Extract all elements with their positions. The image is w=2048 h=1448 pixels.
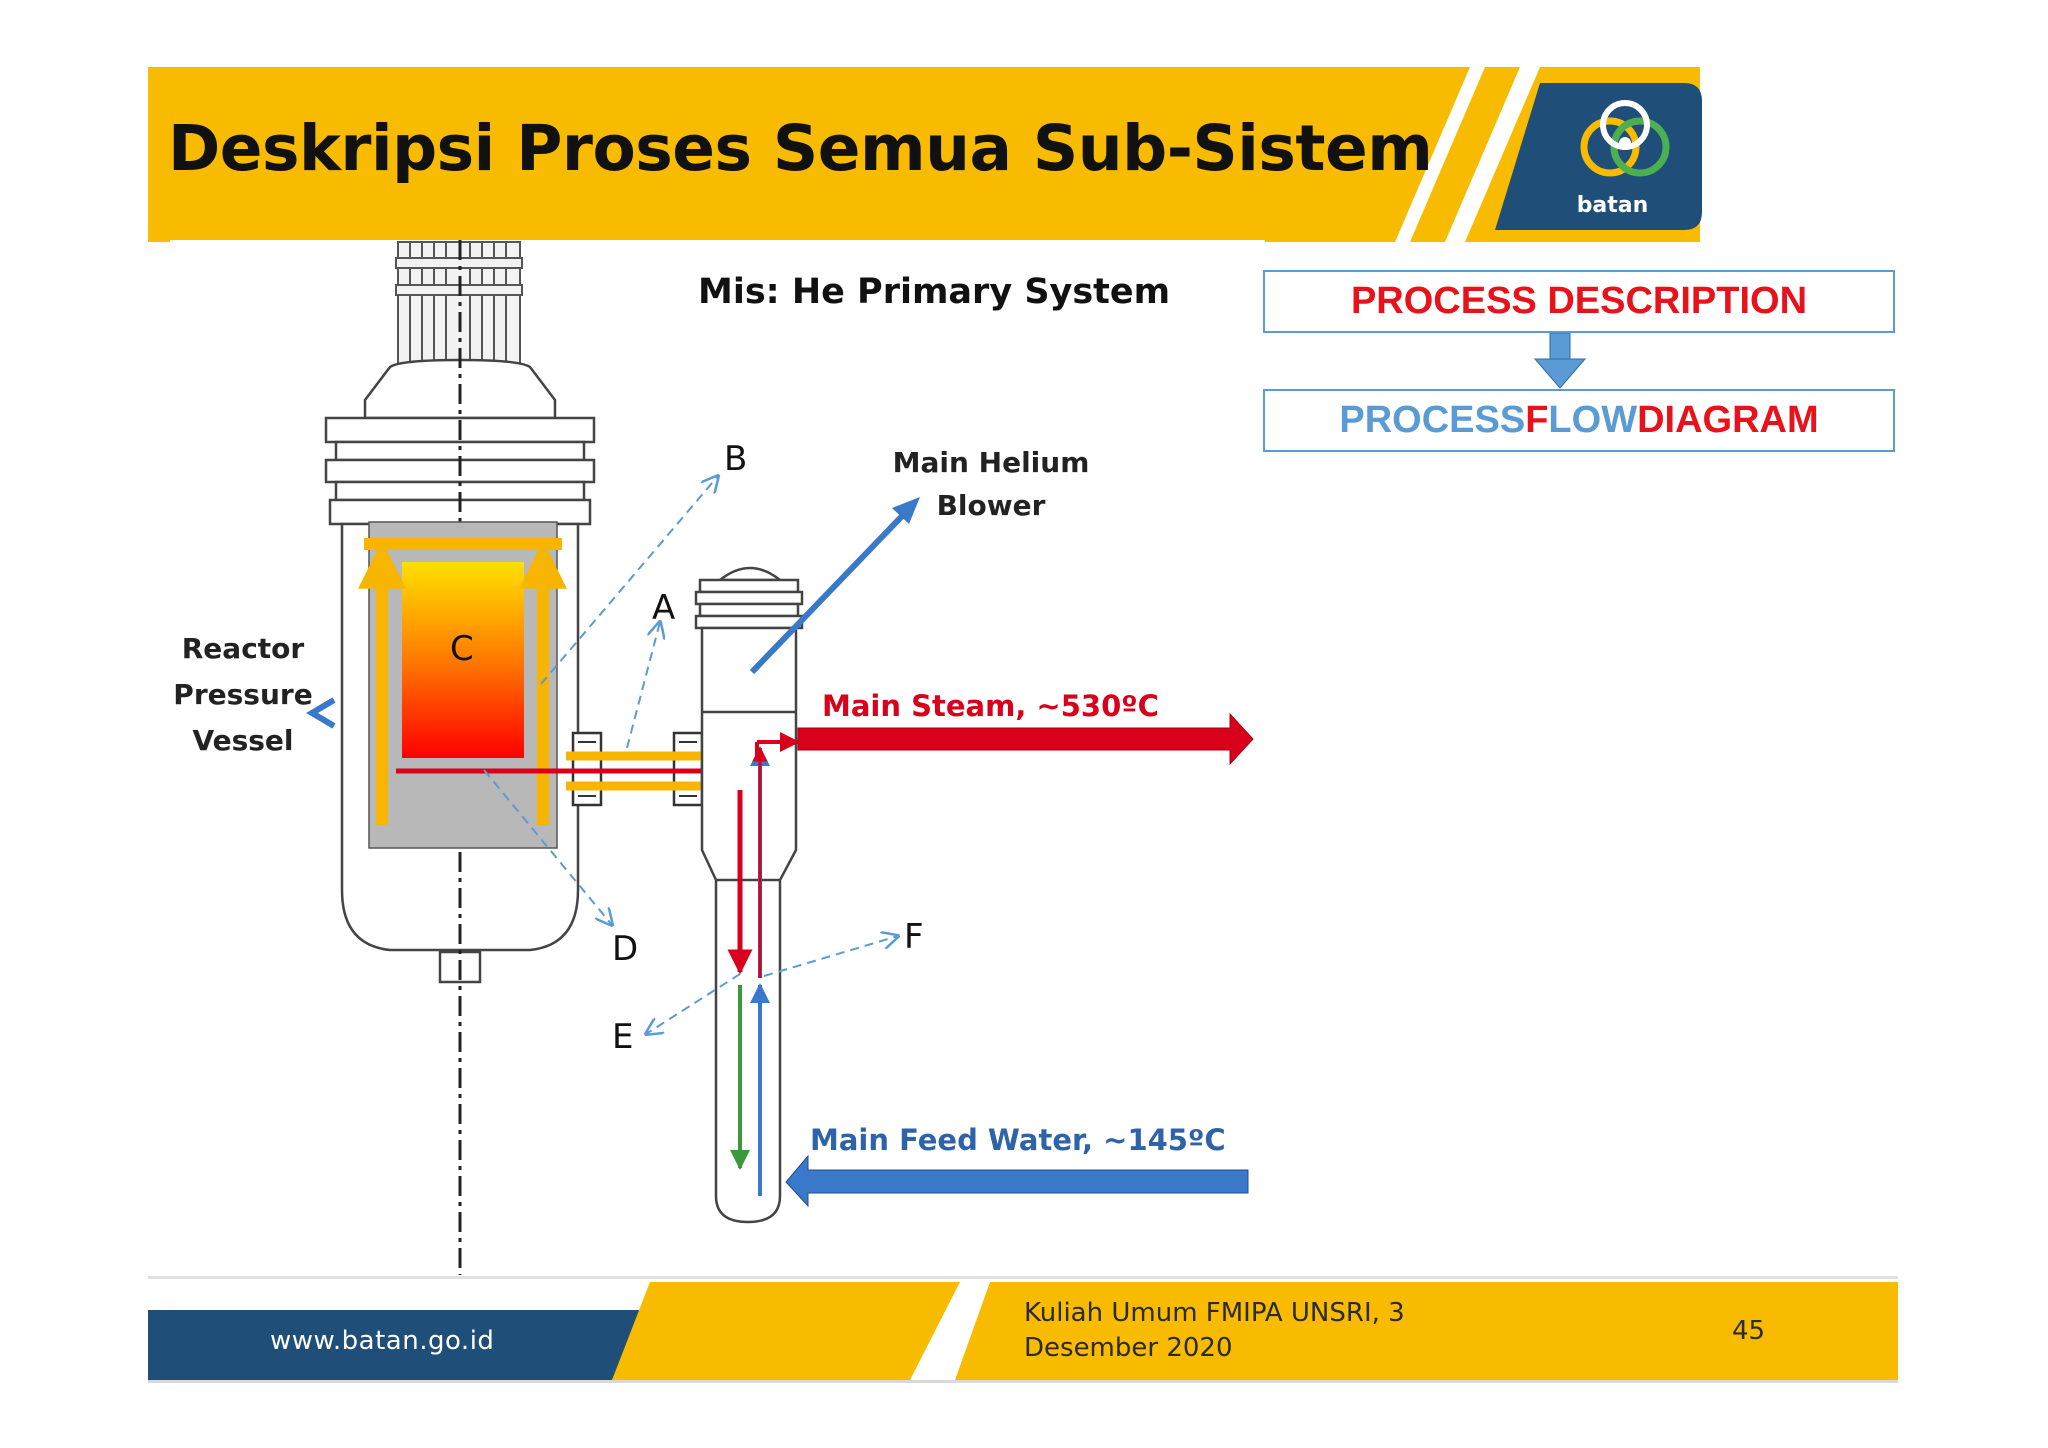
label-point-f: F — [904, 917, 924, 957]
leader-f — [763, 936, 898, 977]
leader-b — [540, 476, 718, 685]
label-point-b: B — [724, 439, 747, 479]
reactor-core — [402, 562, 524, 758]
process-description-box: PROCESS DESCRIPTION — [1263, 270, 1895, 333]
main-feed-water-arrow — [785, 1154, 1249, 1208]
label-point-a: A — [652, 588, 675, 628]
label-pressure: Pressure — [173, 678, 312, 711]
footer-event-line: Desember 2020 — [1024, 1333, 1233, 1363]
page-number: 45 — [1732, 1316, 1766, 1346]
main-steam-arrow — [797, 712, 1254, 766]
blower-arrow-head — [892, 497, 920, 524]
footer-event-text: Kuliah Umum FMIPA UNSRI, 3 Desember 2020 — [1024, 1296, 1444, 1366]
label-main-steam: Main Steam, ~530ºC — [822, 689, 1159, 723]
pfd-part: LOW — [1548, 399, 1638, 441]
pfd-part: F — [1525, 399, 1549, 441]
label-point-c: C — [450, 629, 474, 669]
footer-website-link[interactable]: www.batan.go.id — [270, 1326, 495, 1356]
leader-d — [483, 769, 612, 925]
pfd-part: IAGRAM — [1664, 399, 1819, 441]
label-main-helium: Main Helium — [893, 446, 1090, 479]
down-arrow-icon — [1533, 333, 1587, 389]
footer-event-line: Kuliah Umum FMIPA UNSRI, 3 — [1024, 1298, 1405, 1328]
steam-generator — [694, 566, 804, 1224]
label-blower: Blower — [937, 489, 1046, 522]
leader-e — [646, 973, 741, 1034]
diagram-subtitle: Mis: He Primary System — [698, 272, 1171, 312]
label-point-d: D — [612, 929, 638, 969]
leader-a — [626, 622, 660, 749]
pfd-part: D — [1637, 399, 1665, 441]
label-reactor: Reactor — [182, 632, 305, 665]
batan-logo-icon — [1580, 100, 1670, 177]
batan-logo: batan — [1560, 95, 1690, 225]
label-main-feed-water: Main Feed Water, ~145ºC — [810, 1123, 1226, 1157]
label-vessel: Vessel — [192, 724, 293, 757]
label-point-e: E — [612, 1017, 633, 1057]
slide-title: Deskripsi Proses Semua Sub-Sistem — [168, 112, 1433, 185]
pfd-part: PROCESS — [1339, 399, 1526, 441]
blower-arrow — [749, 510, 908, 675]
rpv-pointer-icon — [306, 697, 336, 729]
batan-logo-text: batan — [1576, 193, 1649, 218]
